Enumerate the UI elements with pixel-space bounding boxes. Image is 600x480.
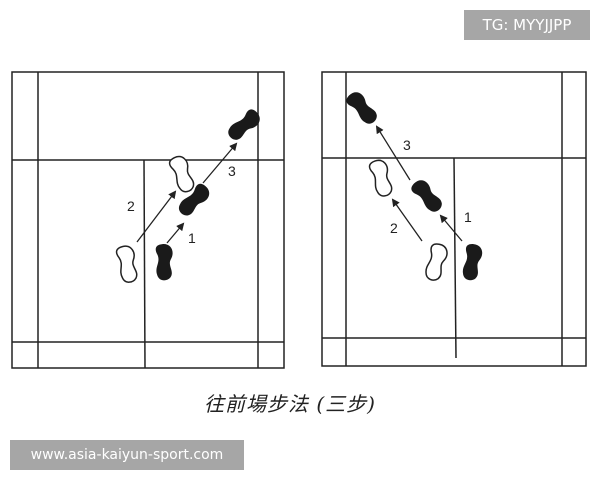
right-court-step-label-1: 1 <box>464 209 472 225</box>
right-court-step-1-foot <box>408 176 447 215</box>
right-court-step-label-3: 3 <box>403 137 411 153</box>
left-court-step-label-3: 3 <box>228 163 236 179</box>
left-court-center-line <box>143 159 146 369</box>
right-court-step-label-2: 2 <box>390 220 398 236</box>
left-court <box>11 71 285 369</box>
right-court-arrow-1 <box>439 214 463 242</box>
diagram-caption: 往前場步法 (三步) <box>204 392 376 416</box>
right-court <box>321 71 587 367</box>
right-court-start-left-foot <box>423 242 450 283</box>
right-court-center-line <box>453 157 457 359</box>
left-court-arrow-1 <box>166 222 185 244</box>
right-court-step-2-foot <box>366 157 397 199</box>
left-court-arrow-2 <box>136 190 177 243</box>
right-court-outline <box>321 71 587 367</box>
left-court-step-label-2: 2 <box>127 198 135 214</box>
watermark-bottom-badge: www.asia-kaiyun-sport.com <box>10 440 244 470</box>
watermark-top-badge: TG: MYYJJPP <box>464 10 590 40</box>
right-court-arrow-3 <box>375 125 411 181</box>
left-court-arrow-3 <box>202 142 238 184</box>
left-court-start-left-foot <box>113 243 142 285</box>
right-court-step-3-foot <box>343 88 382 127</box>
left-court-outline <box>11 71 285 369</box>
left-court-step-label-1: 1 <box>188 230 196 246</box>
left-court-start-right-foot <box>154 243 175 281</box>
right-court-arrow-2 <box>391 198 423 242</box>
right-court-start-right-foot <box>462 243 483 282</box>
